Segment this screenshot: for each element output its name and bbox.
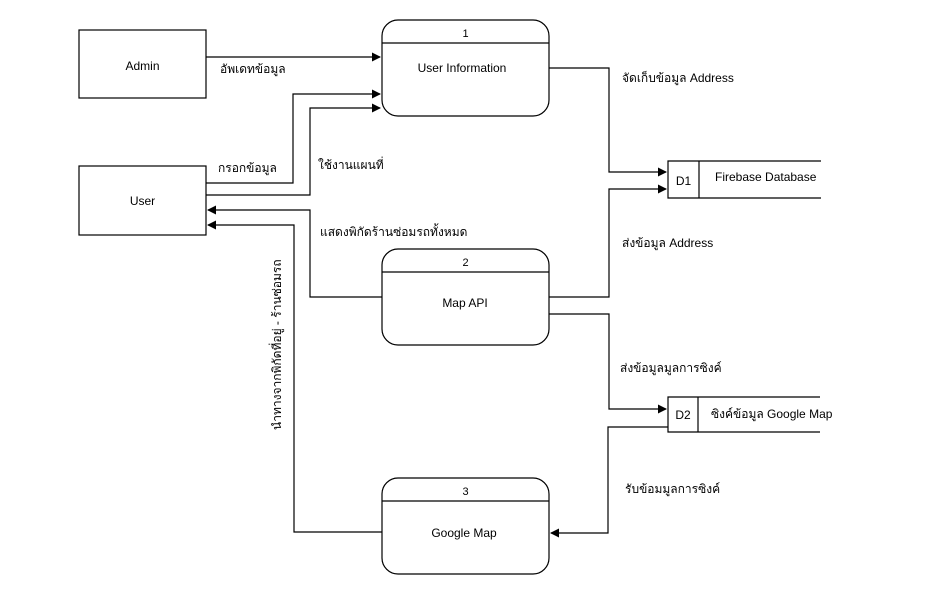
- admin-label: Admin: [125, 59, 159, 73]
- process-3-label: Google Map: [431, 526, 497, 540]
- flow-store-address-label: จัดเก็บข้อมูล Address: [622, 70, 734, 86]
- data-store-d1: D1 Firebase Database: [667, 160, 821, 199]
- user-label: User: [130, 194, 155, 208]
- data-store-d1-label: Firebase Database: [715, 170, 817, 184]
- process-1-label: User Information: [418, 61, 507, 75]
- flow-send-address-line: [549, 184, 667, 298]
- flow-show-coords-label: แสดงพิกัดร้านซ่อมรถทั้งหมด: [320, 223, 467, 239]
- flow-use-map-line: [206, 103, 381, 196]
- flow-user-fill-line: [206, 89, 381, 184]
- data-store-d2-label: ซิงค์ข้อมูล Google Map: [711, 407, 833, 422]
- flow-store-address-line: [549, 67, 667, 177]
- data-store-d1-id: D1: [676, 174, 692, 188]
- data-store-d2-id: D2: [675, 408, 691, 422]
- flow-send-sync-line: [549, 313, 667, 414]
- process-1-number: 1: [462, 28, 468, 40]
- admin-entity: Admin: [78, 29, 207, 99]
- flow-navigate-label: นำทางจากพิกัดที่อยู่ - ร้านซ่อมรถ: [268, 259, 285, 430]
- user-entity: User: [78, 165, 207, 236]
- process-2-label: Map API: [442, 296, 487, 310]
- flow-navigate-line: [207, 220, 382, 533]
- process-3: 3 Google Map: [381, 477, 550, 575]
- flow-show-coords-line: [207, 205, 382, 298]
- process-2: 2 Map API: [381, 248, 550, 346]
- data-store-d2: D2 ซิงค์ข้อมูล Google Map: [667, 396, 833, 433]
- flow-admin-update-label: อัพเดทข้อมูล: [220, 62, 286, 77]
- process-3-number: 3: [462, 486, 468, 498]
- process-1: 1 User Information: [381, 19, 550, 117]
- flow-send-sync-label: ส่งข้อมูลมูลการซิงค์: [620, 361, 722, 376]
- flow-user-fill-label: กรอกข้อมูล: [218, 161, 277, 176]
- flow-receive-sync-label: รับข้อมมูลการซิงค์: [625, 482, 720, 497]
- flow-receive-sync-line: [550, 426, 668, 538]
- flow-send-address-label: ส่งข้อมูล Address: [622, 236, 713, 251]
- flow-use-map-label: ใช้งานแผนที่: [318, 156, 384, 172]
- process-2-number: 2: [462, 257, 468, 269]
